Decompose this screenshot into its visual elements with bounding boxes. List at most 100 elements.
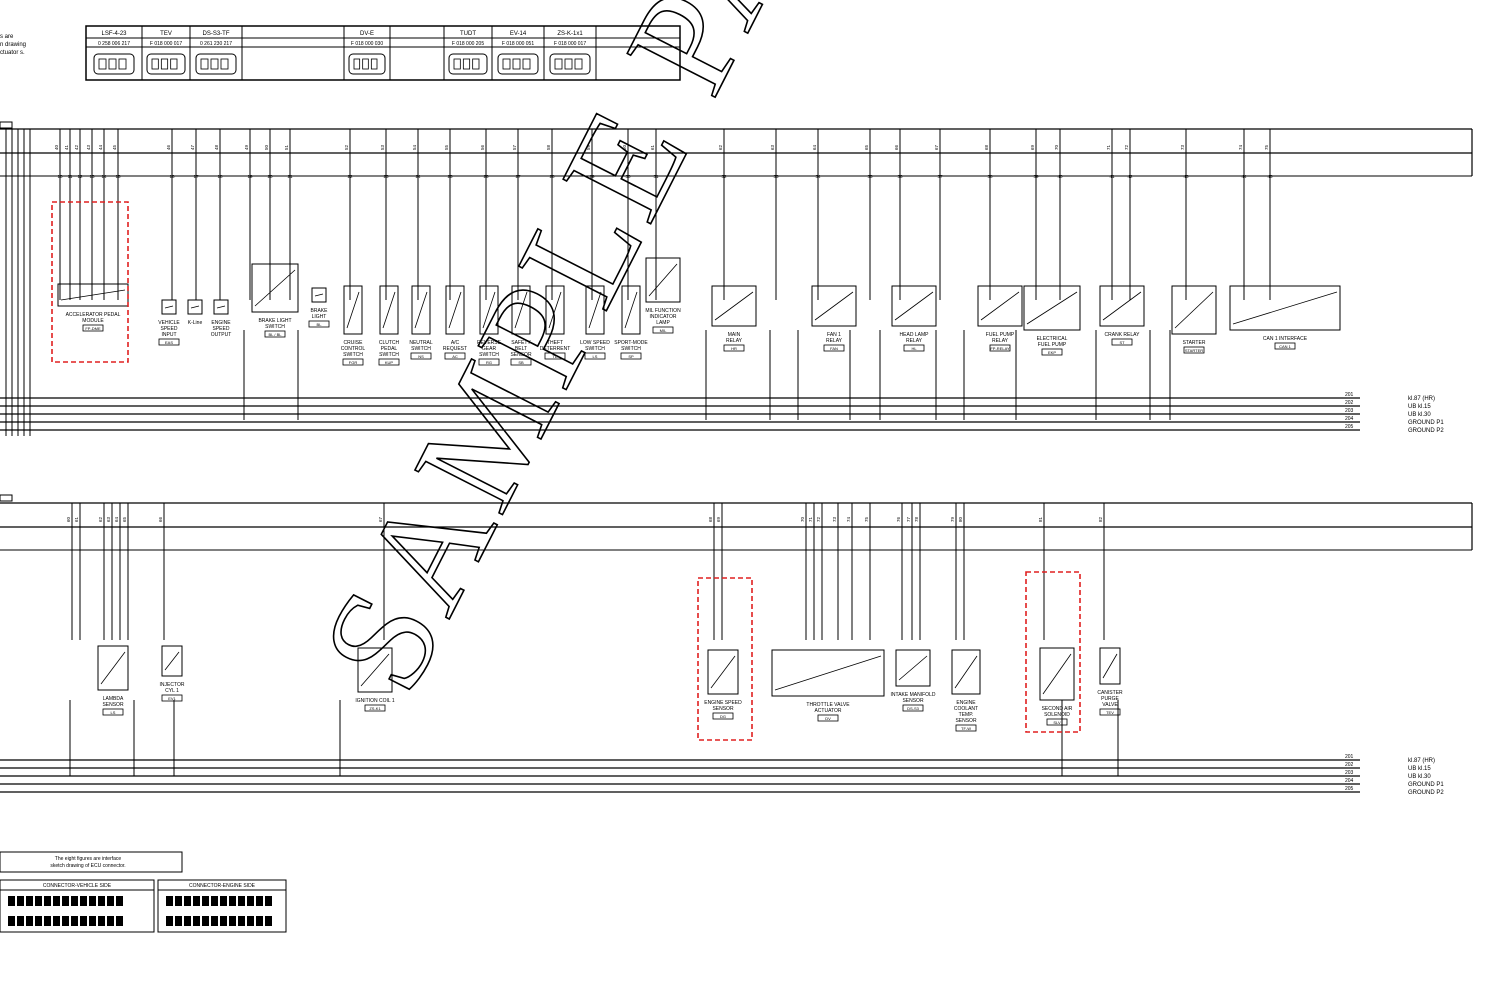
component-label: MODULE xyxy=(82,318,104,324)
component-box xyxy=(771,649,885,697)
pin-code: 74 xyxy=(1238,144,1243,150)
legend-connector-name: TUDT xyxy=(460,31,476,37)
component-tag: DS-S3 xyxy=(907,706,920,711)
component-tag: TD xyxy=(552,354,557,359)
rail-label: UB kl.30 xyxy=(1408,412,1431,418)
component-symbol xyxy=(482,291,496,329)
component-label: RELAY xyxy=(726,338,743,344)
pin-code: 73 xyxy=(832,516,837,522)
connector-pin-block xyxy=(53,896,60,906)
connector-pin-block xyxy=(193,896,200,906)
legend-connector-name: ZS-K-1x1 xyxy=(557,31,583,37)
pin-code: 47 xyxy=(190,144,195,150)
component-symbol xyxy=(190,305,200,309)
connector-pin-block xyxy=(166,896,173,906)
connector-pin xyxy=(210,58,219,70)
component-box xyxy=(1099,285,1145,327)
connector-pin-block xyxy=(184,896,191,906)
pin-number: 20 xyxy=(267,174,273,179)
pin-code: 74 xyxy=(846,516,851,522)
component-label: SWITCH xyxy=(479,352,499,358)
pin-number: 40 xyxy=(1057,174,1063,179)
pin-code: 46 xyxy=(166,144,171,150)
connector-pin-block xyxy=(98,916,105,926)
component-tag-box xyxy=(410,352,432,360)
pin-code: 64 xyxy=(114,516,119,522)
pin-number: 25 xyxy=(447,174,453,179)
component-tag: DG xyxy=(720,714,726,719)
component-tag-box xyxy=(584,352,606,360)
pin-number: 41 xyxy=(1109,174,1115,179)
connector-pin xyxy=(370,58,378,70)
component-symbol xyxy=(1102,653,1118,679)
pin-code: 80 xyxy=(958,516,963,522)
connector-pin-block xyxy=(202,916,209,926)
connector-pin-block xyxy=(220,916,227,926)
pin-code: 53 xyxy=(380,144,385,150)
component-label: SAFETY xyxy=(511,340,531,346)
pin-code: 71 xyxy=(1106,144,1111,150)
pin-code: 41 xyxy=(64,144,69,150)
pin-code: 55 xyxy=(444,144,449,150)
pin-code: 51 xyxy=(284,144,289,150)
component-label: INJECTOR xyxy=(160,682,185,688)
component-symbol xyxy=(100,651,126,685)
component-label: ENGINE xyxy=(211,320,231,326)
component-label: ACCELERATOR PEDAL xyxy=(66,312,121,318)
pin-code: 60 xyxy=(66,516,71,522)
pin-code: 73 xyxy=(1180,144,1185,150)
rail-id: 201 xyxy=(1345,754,1354,760)
pin-code: 75 xyxy=(1264,144,1269,150)
component-label: VEHICLE xyxy=(158,320,180,326)
component-label: SENSOR xyxy=(102,702,124,708)
pin-code: 70 xyxy=(1054,144,1059,150)
top-component: K-Line xyxy=(187,299,203,326)
connector-pin xyxy=(118,58,127,70)
component-tag: SLV xyxy=(1053,720,1061,725)
legend-connector-name: TEV xyxy=(160,31,172,37)
pin-code: 72 xyxy=(1124,144,1129,150)
component-box xyxy=(357,647,393,693)
pin-number: 26 xyxy=(483,174,489,179)
component-label: GEAR xyxy=(482,346,497,352)
pin-code: 81 xyxy=(1038,516,1043,522)
connector-pin-block xyxy=(71,896,78,906)
component-tag-box xyxy=(364,704,386,712)
connector-pin-block xyxy=(98,896,105,906)
connector-pin-block xyxy=(166,916,173,926)
component-label: LOW SPEED xyxy=(580,340,610,346)
highlight-box xyxy=(1025,571,1081,733)
component-tag: LS xyxy=(593,354,598,359)
rail-id: 203 xyxy=(1345,408,1354,414)
component-symbol xyxy=(254,269,296,307)
interface-note-box xyxy=(0,851,183,873)
connector-engine-title: CONNECTOR-ENGINE SIDE xyxy=(189,883,256,889)
component-label: RELAY xyxy=(992,338,1009,344)
component-box xyxy=(1023,285,1081,331)
component-tag-box xyxy=(955,724,977,732)
pin-code: 78 xyxy=(914,516,919,522)
component-tag: STARTER xyxy=(1185,348,1203,353)
pin-number: 44 xyxy=(1241,174,1247,179)
component-tag-box xyxy=(510,358,532,366)
pin-code: 49 xyxy=(244,144,249,150)
rail-label: GROUND P1 xyxy=(1408,782,1444,788)
connector-pin xyxy=(453,58,461,70)
pin-code: 52 xyxy=(344,144,349,150)
component-label: RELAY xyxy=(826,338,843,344)
component-tag: FAN xyxy=(830,346,838,351)
component-symbol xyxy=(1042,653,1072,695)
component-label: SWITCH xyxy=(621,346,641,352)
pin-code: 43 xyxy=(86,144,91,150)
pin-number: 15 xyxy=(115,174,121,179)
connector-drawing xyxy=(146,53,186,75)
connector-pin-block xyxy=(175,896,182,906)
interface-note-line: sketch drawing of ECU connector. xyxy=(50,863,125,869)
component-tag-box xyxy=(342,358,364,366)
